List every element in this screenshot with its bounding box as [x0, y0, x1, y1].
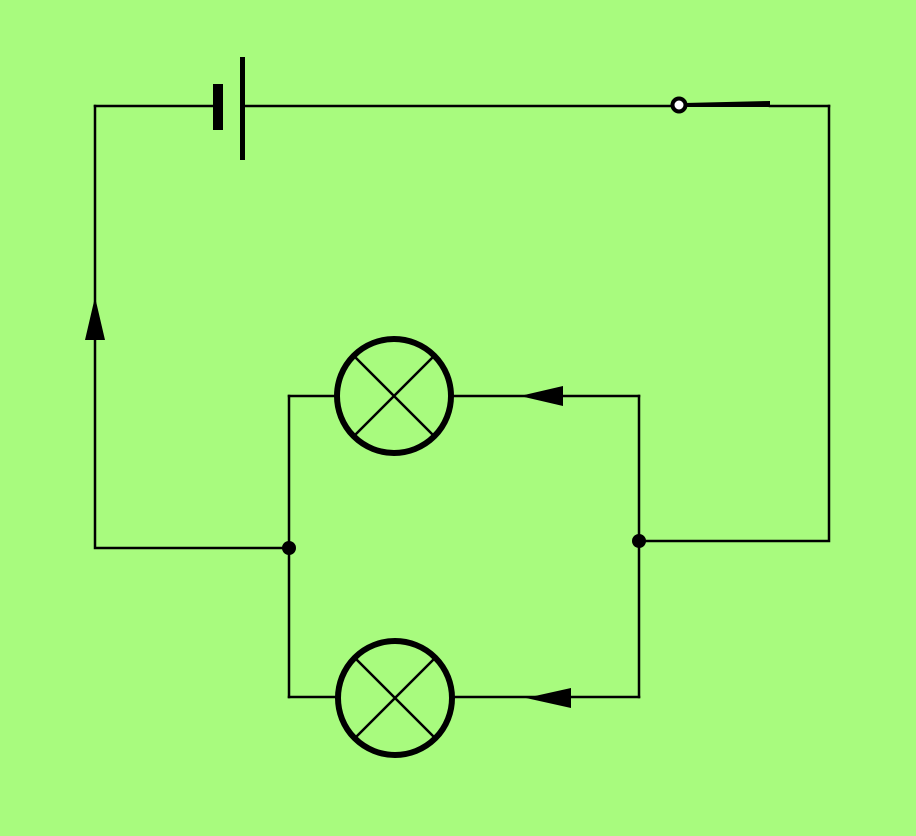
wire-left	[93, 104, 291, 550]
battery-icon	[213, 57, 245, 160]
battery-short-plate	[213, 84, 223, 130]
arrow-up-icon	[85, 297, 105, 340]
arrow-left-icon	[520, 386, 563, 406]
junction-left-dot	[282, 541, 296, 555]
open-switch-icon	[670, 96, 770, 114]
junction-right-dot	[632, 534, 646, 548]
arrow-left-icon	[526, 688, 571, 708]
lamp-upper-cross	[353, 355, 435, 437]
switch-contact	[670, 96, 688, 114]
lamp-icon	[335, 638, 455, 758]
lamp-icon	[334, 336, 454, 456]
battery-long-plate	[240, 57, 245, 160]
lamp-upper-bulb	[334, 336, 454, 456]
lamp-lower-bulb	[335, 638, 455, 758]
wire-right	[637, 104, 831, 543]
switch-lever	[684, 101, 770, 107]
lamp-lower-cross	[354, 657, 436, 739]
